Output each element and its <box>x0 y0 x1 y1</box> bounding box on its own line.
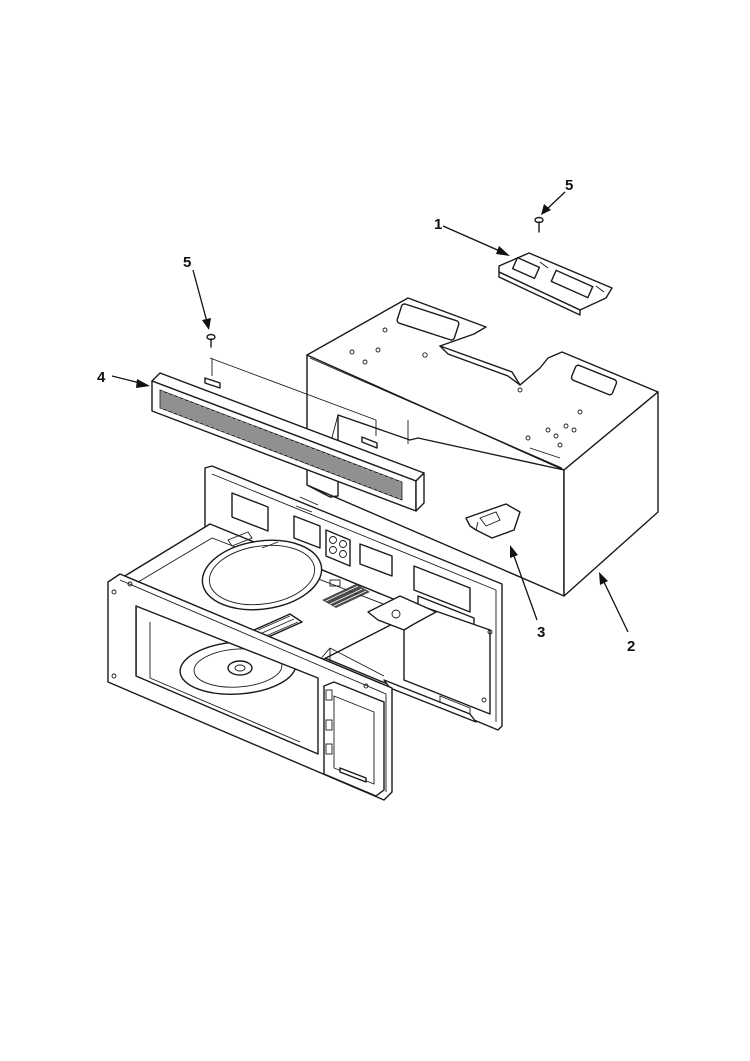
screw-top <box>534 216 544 233</box>
callout-1: 1 <box>434 216 442 233</box>
callout-2: 2 <box>627 638 635 655</box>
callout-5-left: 5 <box>183 254 191 271</box>
vent-grille-part <box>151 357 425 512</box>
screw-left <box>206 333 216 348</box>
callout-5-top: 5 <box>565 177 573 194</box>
clip-part <box>465 503 521 539</box>
callout-4: 4 <box>97 369 106 386</box>
callout-3: 3 <box>537 624 545 641</box>
inner-chassis <box>107 465 503 801</box>
leaders <box>111 191 629 633</box>
bracket-part <box>498 252 613 316</box>
